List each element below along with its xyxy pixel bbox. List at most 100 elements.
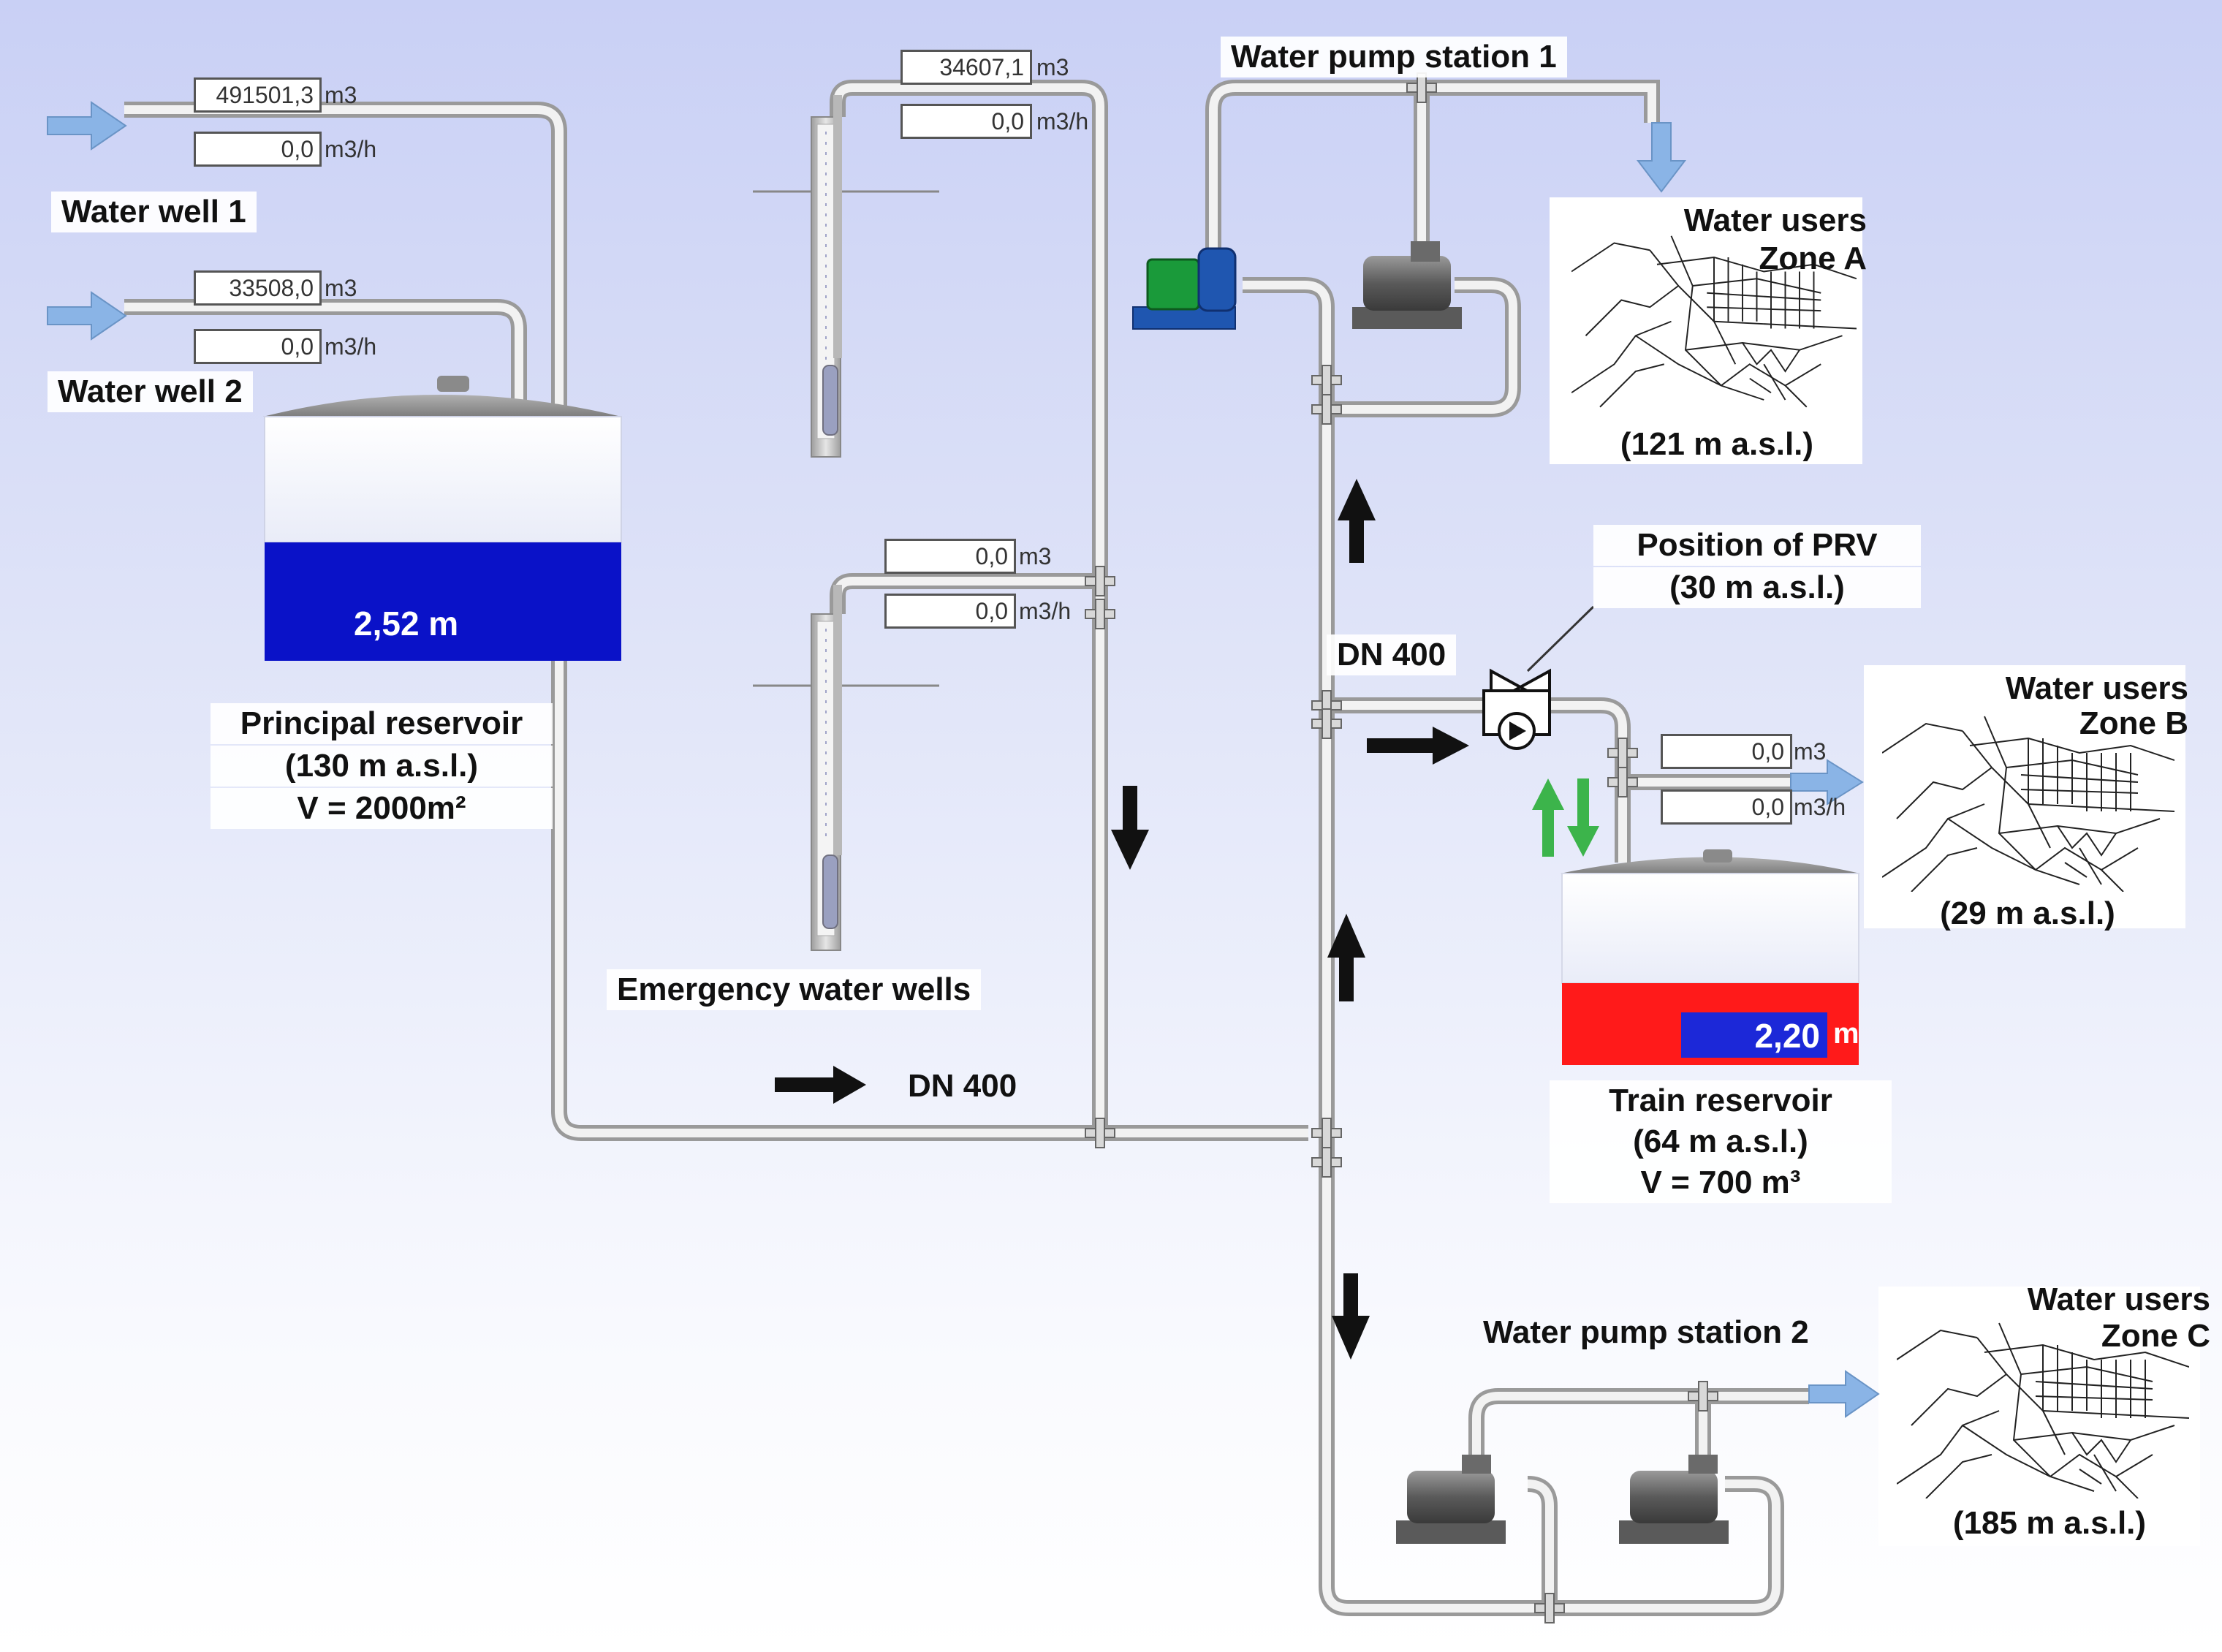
prv-label: Position of PRV (1593, 525, 1921, 566)
zone-a-panel (1550, 197, 1862, 464)
pipe-pump2-header-highlight (1472, 1392, 1809, 1455)
train-flow-meter: 0,0 (1661, 789, 1792, 825)
emergency-well-1-volume-meter: 34607,1 (900, 50, 1032, 85)
well-2-label: Water well 2 (48, 371, 253, 412)
inflow-arrow-well-1 (47, 101, 127, 151)
fitting-trunk-main (1311, 1118, 1342, 1148)
principal-reservoir-name: Principal reservoir (211, 703, 553, 744)
well-2-volume-unit: m3 (325, 275, 357, 301)
flow-arrow-emergency-down (1111, 786, 1149, 870)
train-reservoir-volume: V = 700 m³ (1550, 1162, 1892, 1203)
well-1-volume-meter: 491501,3 (194, 77, 322, 113)
outflow-arrow-zone-a (1636, 122, 1687, 193)
principal-reservoir-elevation: (130 m a.s.l.) (211, 746, 553, 787)
pipe-main-riser-highlight (1243, 281, 1331, 1133)
pipe-pump2-loop-highlight (1527, 1479, 1554, 1608)
fitting-emergency-2b (1085, 599, 1115, 629)
fitting-riser-standby (1311, 365, 1342, 395)
train-reservoir-level-unit: m (1833, 1018, 1859, 1050)
zone-b-title: Water users (2005, 670, 2188, 706)
emergency-well-2-volume-unit: m3 (1019, 543, 1052, 569)
inflow-arrow-well-2 (47, 291, 127, 341)
pump-2a[interactable] (1396, 1455, 1506, 1544)
fitting-prv-out (1607, 738, 1638, 768)
zone-b-panel (1864, 665, 2185, 928)
zone-a-elevation: (121 m a.s.l.) (1620, 426, 1814, 462)
fitting-trunk-emergency (1085, 1118, 1115, 1148)
pipe-trunk (551, 661, 1308, 1141)
train-reservoir-draw-arrow (1567, 778, 1599, 857)
pipe-well-1-highlight (124, 105, 564, 409)
well-2-flow-meter: 0,0 (194, 329, 322, 364)
fitting-pump2-header (1688, 1381, 1718, 1412)
principal-reservoir-level: 2,52 m (354, 605, 459, 643)
prv-valve[interactable] (1482, 605, 1595, 750)
train-reservoir-fill-arrow (1532, 778, 1564, 857)
principal-reservoir-volume: V = 2000m² (211, 788, 553, 829)
flow-arrow-to-prv (1367, 727, 1469, 765)
fitting-riser-prv-b (1311, 708, 1342, 739)
pipe-standby-return-highlight (1327, 281, 1517, 414)
pipe-prv-out-highlight (1550, 701, 1627, 863)
outflow-arrow-zone-c (1808, 1370, 1880, 1418)
outflow-arrow-zone-b (1790, 759, 1864, 806)
zone-a-title: Water users (1683, 202, 1867, 238)
well-2-volume-meter: 33508,0 (194, 270, 322, 306)
fitting-riser-lower (1311, 1147, 1342, 1178)
well-1-volume-unit: m3 (325, 82, 357, 108)
zone-c-title: Water users (2027, 1281, 2210, 1317)
train-reservoir-name: Train reservoir (1550, 1080, 1892, 1121)
prv-elevation: (30 m a.s.l.) (1593, 567, 1921, 608)
fitting-riser-standby-b (1311, 394, 1342, 425)
pump-station-2-label: Water pump station 2 (1483, 1314, 1809, 1350)
dn-label-lower: DN 400 (908, 1068, 1017, 1104)
train-reservoir-level: 2,20 (1754, 1017, 1820, 1055)
principal-reservoir-water (265, 542, 621, 661)
dn-label-upper: DN 400 (1327, 634, 1457, 675)
emergency-well-1-volume-unit: m3 (1036, 54, 1069, 80)
emergency-well-2 (753, 585, 939, 951)
flow-arrow-up-lower (1327, 914, 1365, 1001)
zone-c-subtitle: Zone C (2101, 1318, 2210, 1354)
emergency-wells-label: Emergency water wells (607, 969, 982, 1010)
zone-a-subtitle: Zone A (1759, 240, 1867, 276)
pipe-network (124, 80, 1809, 1616)
train-reservoir-tank (1561, 849, 1860, 1065)
flow-arrow-up-upper (1338, 479, 1376, 563)
emergency-well-1-flow-meter: 0,0 (900, 104, 1032, 139)
pipe-trunk-highlight (555, 661, 1308, 1137)
well-1-flow-unit: m3/h (325, 136, 377, 162)
pump-station-1-label: Water pump station 1 (1221, 37, 1567, 77)
pump-2b[interactable] (1619, 1455, 1729, 1544)
emergency-well-1 (753, 95, 939, 458)
fitting-zone-b (1607, 767, 1638, 797)
pipe-down-highlight (1322, 1133, 1781, 1613)
fitting-emergency-2 (1085, 566, 1115, 596)
principal-reservoir-tank (263, 376, 622, 661)
train-volume-unit: m3 (1794, 738, 1827, 765)
train-flow-unit: m3/h (1794, 794, 1846, 820)
emergency-well-2-volume-meter: 0,0 (884, 539, 1016, 574)
pump-1-standby[interactable] (1352, 241, 1462, 329)
flow-arrow-down-pump2 (1332, 1273, 1370, 1360)
well-2-flow-unit: m3/h (325, 333, 377, 360)
zone-c-elevation: (185 m a.s.l.) (1952, 1505, 2147, 1541)
well-1-flow-meter: 0,0 (194, 132, 322, 167)
zone-b-subtitle: Zone B (2079, 705, 2188, 741)
pipe-well-2-highlight (124, 303, 523, 409)
fitting-pump1-top (1406, 72, 1437, 103)
pump-1-active[interactable] (1132, 247, 1237, 330)
emergency-well-2-flow-meter: 0,0 (884, 594, 1016, 629)
fitting-pump2-bottom (1534, 1593, 1565, 1623)
pipe-pump2-header (1468, 1388, 1809, 1455)
pipe-pump1-loop-highlight (1209, 83, 1656, 249)
flow-arrow-trunk-right (775, 1066, 866, 1104)
train-reservoir-elevation: (64 m a.s.l.) (1550, 1121, 1892, 1162)
emergency-well-1-flow-unit: m3/h (1036, 108, 1089, 134)
train-volume-meter: 0,0 (1661, 734, 1792, 769)
pipe-fittings (1085, 72, 1718, 1623)
emergency-well-2-flow-unit: m3/h (1019, 598, 1072, 624)
zone-b-elevation: (29 m a.s.l.) (1940, 895, 2115, 931)
